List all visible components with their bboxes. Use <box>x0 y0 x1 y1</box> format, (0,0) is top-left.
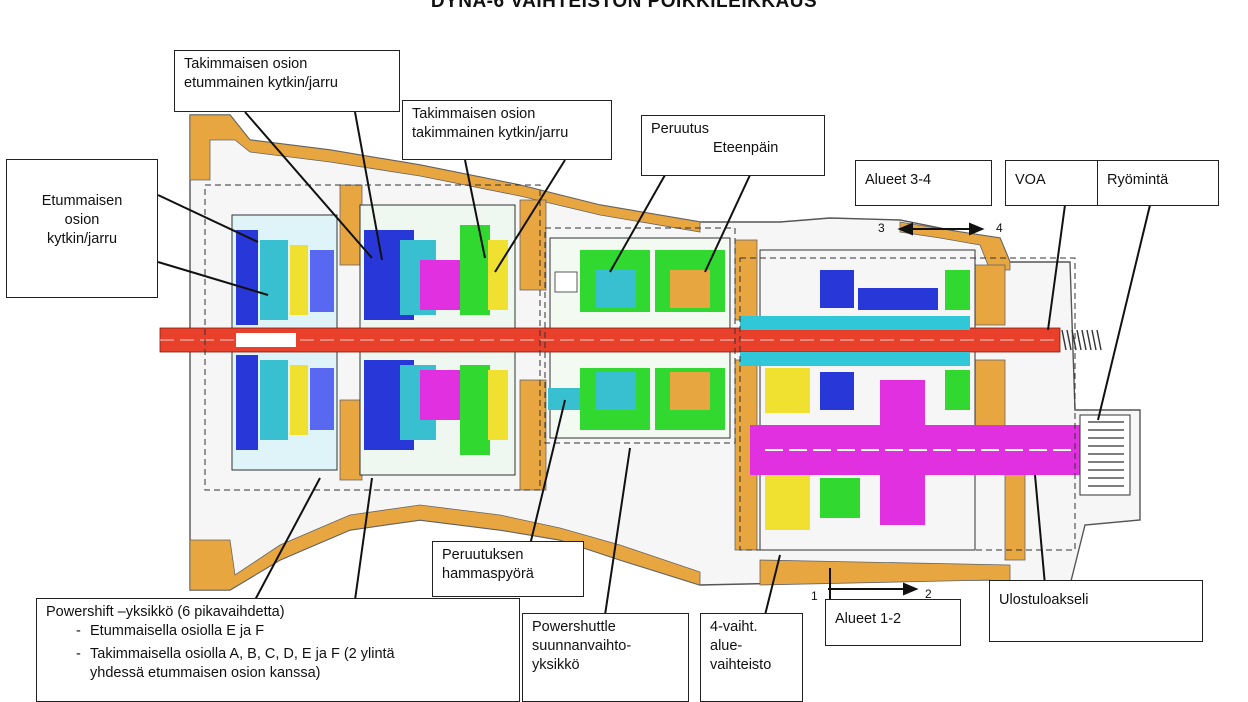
label-line: Takimmaisen osion <box>412 106 536 122</box>
label-powershuttle: Powershuttle suunnanvaihto- yksikkö <box>522 613 689 702</box>
label-line: alue- <box>710 638 743 654</box>
label-powershift: Powershift –yksikkö (6 pikavaihdetta) - … <box>36 598 520 702</box>
label-line: Peruutus <box>651 121 710 137</box>
label-ryomita: Ryömintä <box>1097 160 1219 206</box>
output-spline <box>1088 421 1124 487</box>
label-ulostuloakseli: Ulostuloakseli <box>989 580 1203 642</box>
housing-rear-cover-lower <box>974 359 1006 431</box>
label-etummaisen-kytkin: Etummaisen osion kytkin/jarru <box>6 159 158 298</box>
thread-line <box>1076 329 1082 351</box>
label-line: etummainen kytkin/jarru <box>184 75 338 91</box>
label-line: VOA <box>1015 172 1046 188</box>
leader-powershift-1 <box>354 477 373 601</box>
housing-rear-cover-bottom <box>1004 469 1026 561</box>
arrow-34-right-head <box>969 222 985 236</box>
housing-top-wall <box>189 114 701 233</box>
leader-eteenpain <box>704 174 751 273</box>
housing-rear-web <box>734 239 758 321</box>
housing-mid-web <box>519 199 547 291</box>
range-arrows <box>828 222 985 610</box>
leader-ryomita <box>1097 204 1151 421</box>
leader-ulostuloakseli <box>1034 474 1046 586</box>
powershuttle-box <box>544 227 736 444</box>
section-boxes <box>204 184 1076 551</box>
range-box <box>739 257 1076 551</box>
leader-takimmaisen-etu-2 <box>354 111 383 261</box>
label-line: Ulostuloakseli <box>999 592 1089 608</box>
label-takimmaisen-takimmainen: Takimmaisen osion takimmainen kytkin/jar… <box>402 100 612 160</box>
bullet-text: yhdessä etummaisen osion kanssa) <box>90 665 321 681</box>
label-line: Peruutuksen <box>442 547 524 563</box>
thread-line <box>1061 329 1067 351</box>
leader-peruutus <box>609 174 666 273</box>
diagram-title: DYNA-6 VAIHTEISTON POIKKILEIKKAUS <box>430 0 818 12</box>
label-line: Ryömintä <box>1107 172 1169 188</box>
thread-line <box>1096 329 1102 351</box>
leader-powershuttle <box>604 447 631 616</box>
label-alueet-34: Alueet 3-4 <box>855 160 992 206</box>
housing-rear-cover <box>974 264 1006 326</box>
leader-takimmaisen-taka-1 <box>464 159 486 259</box>
label-peruutuksen-hammaspyora: Peruutuksen hammaspyörä <box>432 541 584 597</box>
label-line: Alueet 3-4 <box>865 172 932 188</box>
bullet-dash <box>46 664 90 683</box>
label-takimmaisen-etummainen: Takimmaisen osion etummainen kytkin/jarr… <box>174 50 400 112</box>
bullet-text: Takimmaisella osiolla A, B, C, D, E ja F… <box>90 646 395 662</box>
thread-line <box>1066 329 1072 351</box>
housing-rear-bottom <box>759 559 1011 591</box>
leader-takimmaisen-taka-2 <box>494 159 566 273</box>
bullet-dash: - <box>76 646 81 662</box>
housing-bottom-wall <box>189 504 701 591</box>
leader-lines <box>157 111 1151 616</box>
label-line: Powershift –yksikkö (6 pikavaihdetta) <box>46 604 285 620</box>
label-line: vaihteisto <box>710 657 772 673</box>
thread-line <box>1091 329 1097 351</box>
leader-powershift-2 <box>254 477 321 601</box>
label-line: Eteenpäin <box>713 140 779 156</box>
leader-etummaisen <box>157 194 259 243</box>
leader-peruutuksen <box>529 399 566 546</box>
thread-line <box>1081 329 1087 351</box>
leader-voa <box>1047 204 1066 331</box>
thread-line <box>1086 329 1092 351</box>
layshaft <box>750 380 1131 525</box>
housing-mid-web-lower <box>519 379 547 491</box>
bullet-item: yhdessä etummaisen osion kanssa) <box>46 664 510 683</box>
label-line: Powershuttle <box>532 619 616 635</box>
tick-2: 2 <box>925 587 932 601</box>
label-alueet-12: Alueet 1-2 <box>825 599 961 646</box>
label-line: Etummaisen <box>41 193 123 209</box>
tick-4: 4 <box>996 221 1003 235</box>
label-4-vaiht: 4-vaiht. alue- vaihteisto <box>700 613 803 702</box>
tick-1: 1 <box>811 589 818 603</box>
tick-3: 3 <box>878 221 885 235</box>
bullet-text: Etummaisella osiolla E ja F <box>90 623 265 639</box>
label-line: hammaspyörä <box>442 566 534 582</box>
label-line: osion <box>64 212 100 228</box>
label-line: Takimmaisen osion <box>184 56 308 72</box>
label-line: kytkin/jarru <box>46 231 118 247</box>
label-line: takimmainen kytkin/jarru <box>412 125 569 141</box>
label-line: 4-vaiht. <box>710 619 758 635</box>
leader-nelivaiht <box>764 554 781 616</box>
label-line: Alueet 1-2 <box>835 611 902 627</box>
arrow-12-head <box>903 582 919 596</box>
label-peruutus-eteenpain: Peruutus Eteenpäin <box>641 115 825 176</box>
label-line: yksikkö <box>532 657 580 673</box>
label-voa: VOA <box>1005 160 1100 206</box>
bullet-item: - Takimmaisella osiolla A, B, C, D, E ja… <box>46 645 510 664</box>
bullet-dash: - <box>76 623 81 639</box>
range-gearbox <box>759 249 976 551</box>
bullet-item: - Etummaisella osiolla E ja F <box>46 622 510 641</box>
leader-takimmaisen-etu-1 <box>244 111 373 259</box>
main-shaft <box>159 316 1102 366</box>
housing-front-flange-lower <box>339 399 363 481</box>
arrow-34-left-head <box>897 222 913 236</box>
leader-etummaisen-2 <box>157 261 269 296</box>
label-line: suunnanvaihto- <box>532 638 632 654</box>
